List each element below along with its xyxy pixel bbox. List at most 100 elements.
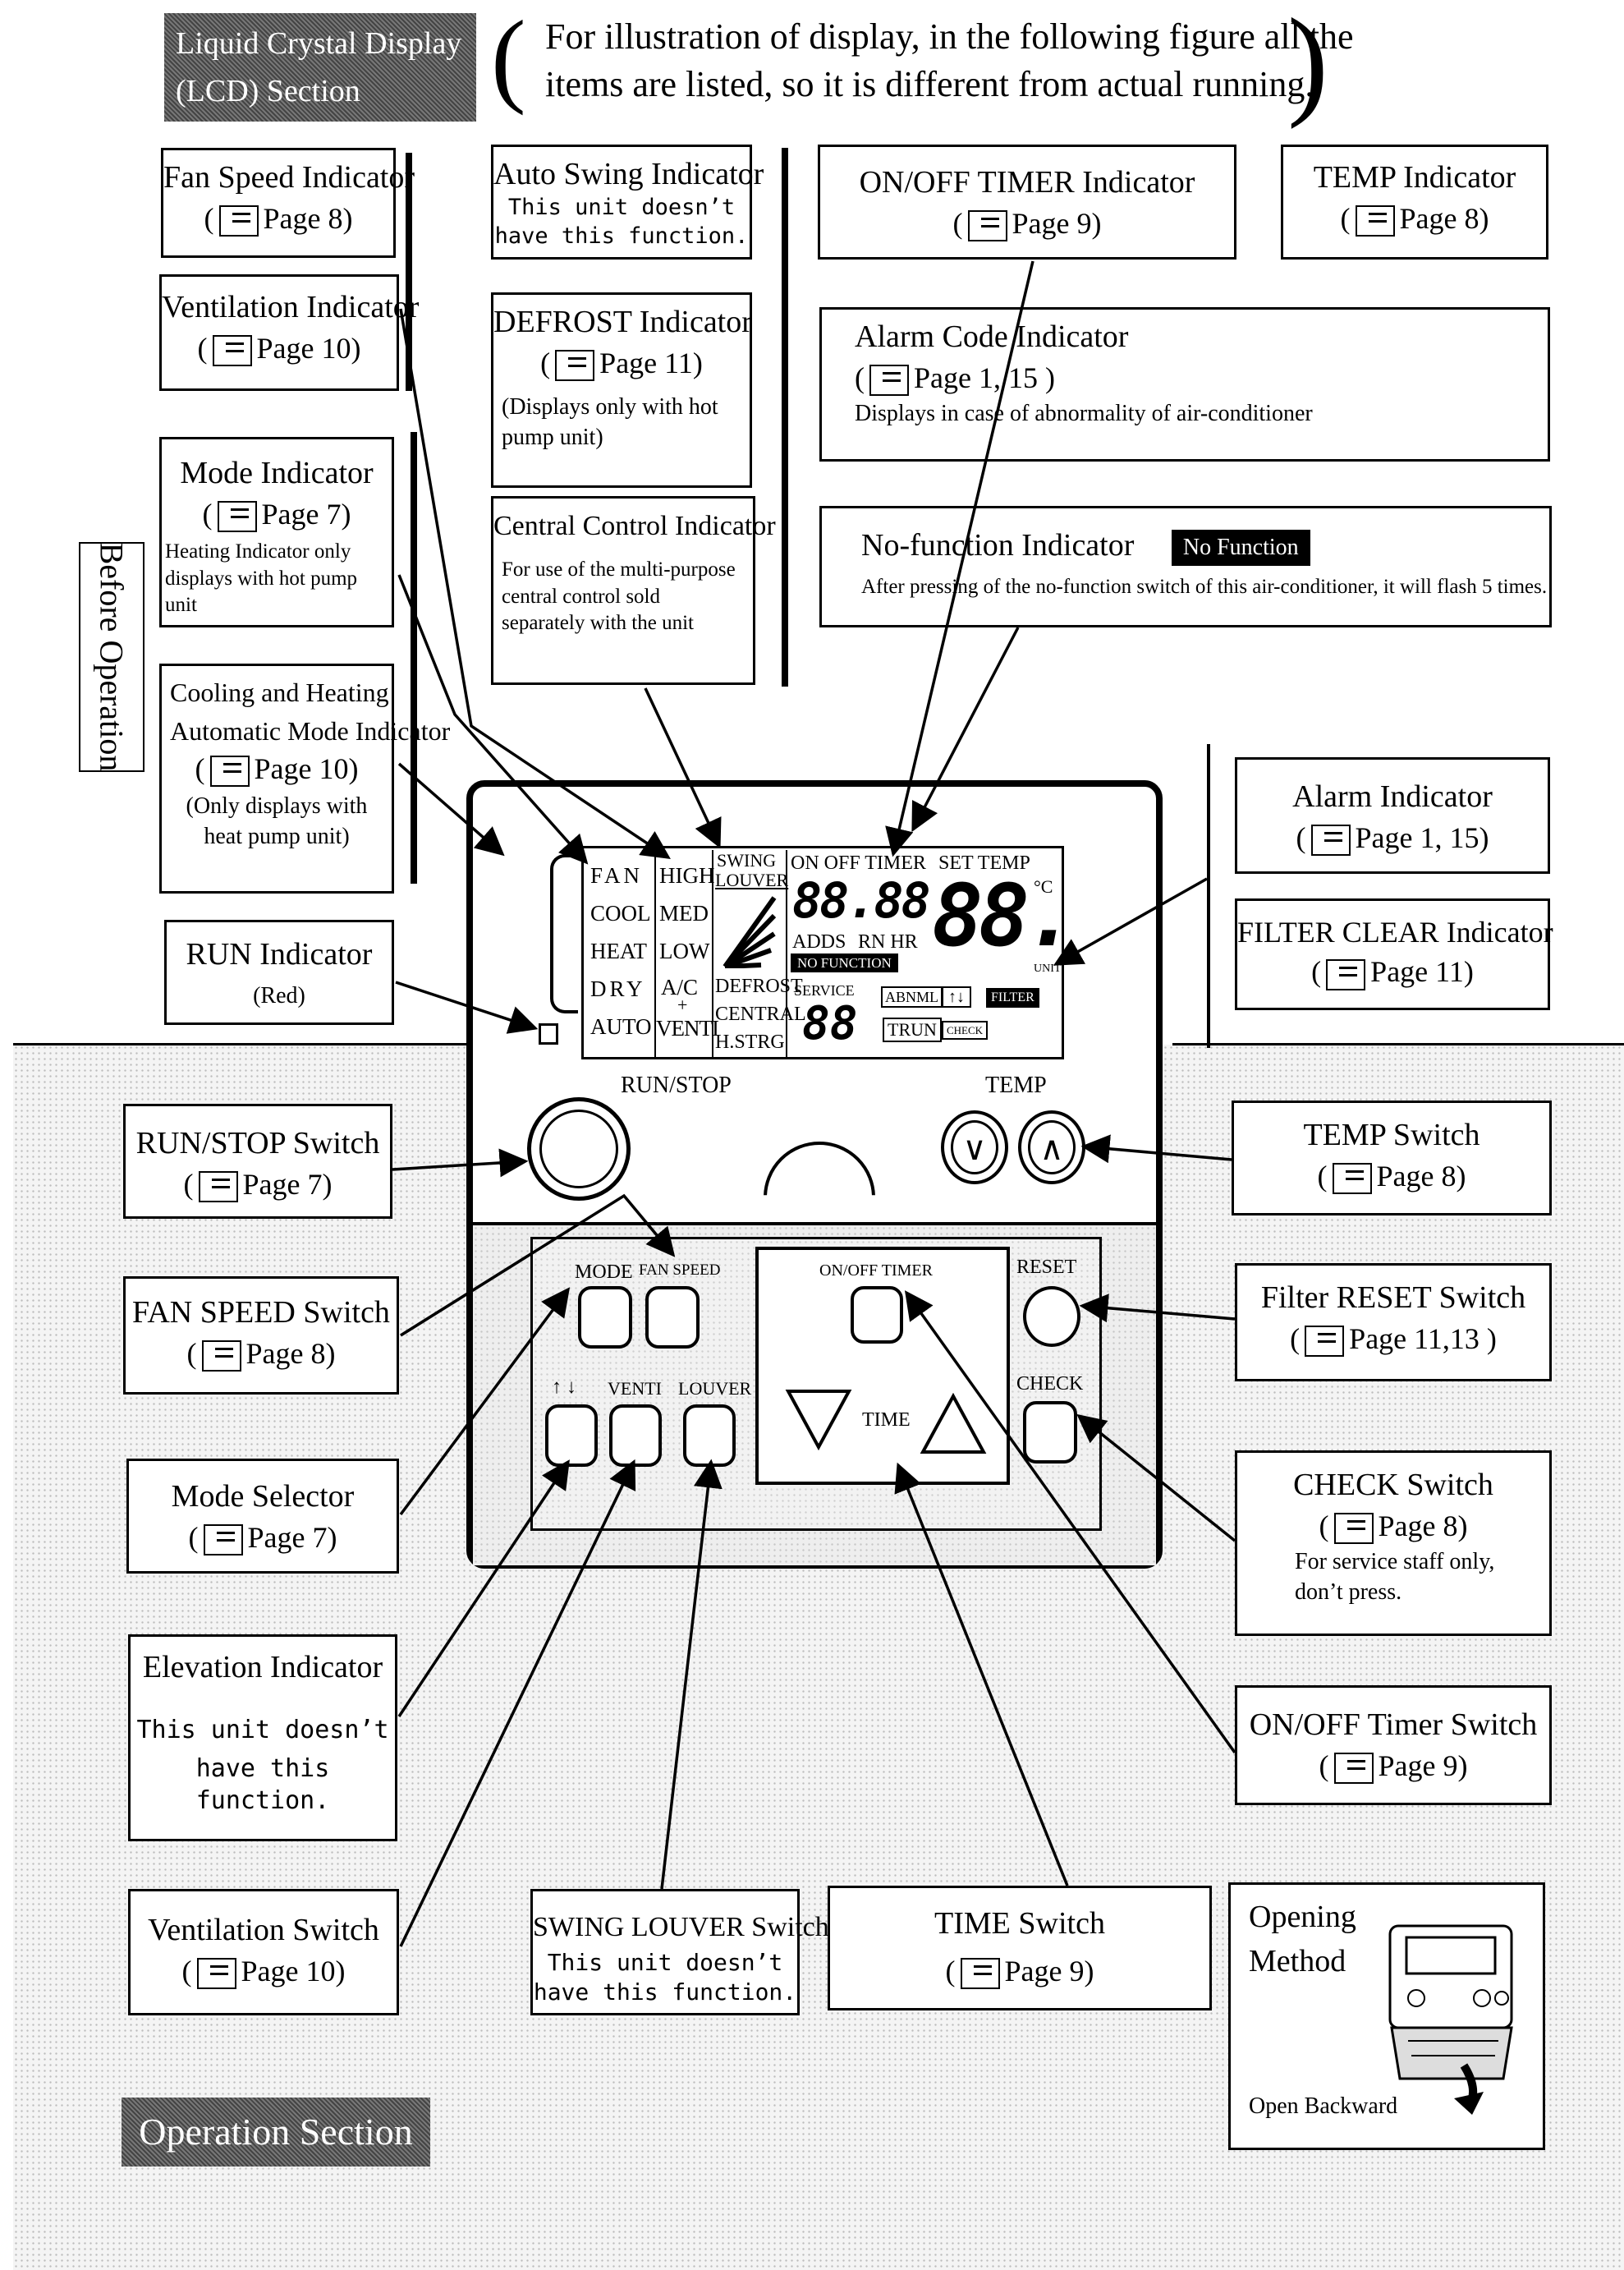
lcd-no-function: NO FUNCTION: [791, 953, 898, 972]
mode-indicator-note: Heating Indicator only displays with hot…: [165, 540, 358, 617]
ventilation-switch-ref: (Page 10): [131, 1954, 397, 1990]
header-note-line2: items are listed, so it is different fro…: [545, 64, 1314, 104]
hand-pointer-icon: [212, 335, 252, 367]
lcd-mode-fan: FAN: [590, 863, 644, 888]
operation-section-divider-right: [1172, 1043, 1624, 1045]
louver-label: LOUVER: [678, 1378, 752, 1399]
onoff-timer-switch-title: ON/OFF Timer Switch: [1249, 1707, 1538, 1742]
mode-selector-ref: (Page 7): [129, 1520, 397, 1556]
hand-pointer-icon: [198, 1171, 238, 1203]
louver-button[interactable]: [683, 1404, 736, 1467]
alarm-indicator-callout: Alarm Indicator (Page 1, 15): [1235, 757, 1550, 874]
lcd-venti: VENTI: [656, 1016, 719, 1041]
alarm-code-indicator-title: Alarm Code Indicator: [855, 319, 1129, 354]
lcd-adds: ADDS: [792, 931, 846, 953]
fan-speed-button[interactable]: [645, 1286, 700, 1349]
fan-speed-switch-title: FAN SPEED Switch: [132, 1295, 390, 1330]
hand-pointer-icon: [196, 1958, 236, 1990]
lcd-trun: TRUN: [883, 1018, 942, 1042]
temp-indicator-ref: (Page 8): [1283, 201, 1546, 237]
hand-pointer-icon: [1305, 1326, 1345, 1358]
ventilation-indicator-callout: Ventilation Indicator (Page 10): [159, 274, 419, 391]
alarm-indicator-title: Alarm Indicator: [1292, 779, 1493, 814]
defrost-indicator-title: DEFROST Indicator: [493, 305, 752, 339]
auto-swing-indicator-line1: This unit doesn’t: [507, 194, 736, 220]
lcd-rn-hr: RN HR: [858, 931, 918, 953]
auto-mode-indicator-note: (Only displays with heat pump unit): [186, 793, 368, 849]
lcd-mode-auto: AUTO: [590, 1014, 652, 1039]
temp-up-button[interactable]: ∧: [1018, 1110, 1085, 1184]
mode-indicator-callout: Mode Indicator (Page 7) Heating Indicato…: [159, 437, 394, 627]
no-function-badge: No Function: [1171, 530, 1310, 567]
reset-button[interactable]: [1023, 1286, 1080, 1347]
check-button[interactable]: [1023, 1401, 1077, 1464]
header-open-paren: (: [491, 0, 526, 116]
run-stop-label: RUN/STOP: [621, 1073, 732, 1098]
time-up-button[interactable]: [920, 1393, 987, 1455]
fan-speed-switch-callout: FAN SPEED Switch (Page 8): [123, 1276, 399, 1395]
hand-pointer-icon: [217, 501, 257, 533]
elevation-label: ↑ ↓: [552, 1376, 576, 1398]
filter-clear-indicator-title: FILTER CLEAR Indicator: [1237, 916, 1553, 949]
ventilation-switch-title: Ventilation Switch: [148, 1913, 379, 1947]
lcd-mode-cool: COOL: [590, 901, 651, 926]
temp-indicator-callout: TEMP Indicator (Page 8): [1281, 145, 1548, 260]
mode-button[interactable]: [578, 1286, 632, 1349]
lcd-set-temp-label: SET TEMP: [938, 852, 1030, 874]
lcd-section-label-line1: Liquid Crystal Display: [176, 26, 462, 61]
lcd-section-label-line2: (LCD) Section: [176, 74, 360, 108]
no-function-indicator-title: No-function Indicator: [861, 528, 1135, 563]
run-stop-button[interactable]: [527, 1097, 631, 1201]
hand-pointer-icon: [218, 205, 259, 237]
hand-pointer-icon: [1326, 959, 1366, 991]
check-label: CHECK: [1016, 1373, 1084, 1395]
lcd-service: SERVICE: [794, 982, 855, 999]
alarm-code-indicator-ref: (Page 1, 15 ): [855, 361, 1548, 397]
alarm-code-indicator-note: Displays in case of abnormality of air-c…: [855, 401, 1313, 427]
temp-down-button[interactable]: ∨: [941, 1110, 1008, 1184]
lcd-divider: [786, 850, 787, 1057]
elevation-indicator-callout: Elevation Indicator This unit doesn’t ha…: [128, 1634, 397, 1841]
auto-mode-indicator-title1: Cooling and Heating: [170, 678, 389, 707]
lcd-timer-digits: 88.88: [792, 872, 931, 930]
time-switch-callout: TIME Switch (Page 9): [828, 1886, 1212, 2010]
onoff-timer-indicator-callout: ON/OFF TIMER Indicator (Page 9): [818, 145, 1236, 260]
reset-label: RESET: [1016, 1257, 1077, 1278]
lcd-celsius: °C: [1034, 876, 1053, 897]
temp-label: TEMP: [985, 1073, 1047, 1098]
bracket-bar: [782, 148, 788, 687]
ventilation-indicator-ref: (Page 10): [162, 331, 397, 367]
hand-pointer-icon: [1355, 205, 1395, 237]
elevation-button[interactable]: [545, 1404, 598, 1467]
elevation-indicator-title: Elevation Indicator: [142, 1650, 383, 1684]
bracket-bar: [406, 153, 412, 391]
lcd-unit: UNIT: [1034, 963, 1062, 975]
onoff-timer-switch-ref: (Page 9): [1237, 1748, 1549, 1785]
onoff-timer-button[interactable]: [851, 1286, 903, 1344]
hand-pointer-icon: [1310, 825, 1351, 857]
operation-section-label-text: Operation Section: [139, 2111, 413, 2153]
lcd-defrost: DEFROST: [715, 976, 803, 997]
operation-section-label: Operation Section: [122, 2098, 430, 2167]
run-indicator-note: (Red): [253, 982, 305, 1009]
bracket-bar: [1207, 744, 1210, 1048]
hand-pointer-icon: [960, 1958, 1000, 1990]
time-down-button[interactable]: [785, 1388, 852, 1450]
check-switch-callout: CHECK Switch (Page 8) For service staff …: [1235, 1450, 1552, 1636]
lcd-divider: [712, 850, 713, 1057]
check-switch-title: CHECK Switch: [1293, 1468, 1493, 1502]
lcd-mode-dry: DRY: [590, 976, 646, 1001]
filter-reset-switch-callout: Filter RESET Switch (Page 11,13 ): [1235, 1263, 1552, 1381]
opening-method-title2: Method: [1249, 1943, 1346, 1978]
lcd-arrows: ↑↓: [942, 986, 971, 1008]
lcd-hstrg: H.STRG: [715, 1032, 785, 1053]
no-function-indicator-callout: No-function Indicator No Function After …: [819, 506, 1552, 627]
temp-switch-ref: (Page 8): [1234, 1159, 1549, 1195]
time-switch-ref: (Page 9): [830, 1954, 1209, 1990]
central-control-indicator-note: For use of the multi-purpose central con…: [502, 558, 736, 635]
lcd-louver: LOUVER: [715, 870, 789, 890]
ventilation-button[interactable]: [609, 1404, 662, 1467]
run-stop-switch-callout: RUN/STOP Switch (Page 7): [123, 1104, 392, 1219]
before-operation-tab: Before Operation: [79, 542, 145, 772]
